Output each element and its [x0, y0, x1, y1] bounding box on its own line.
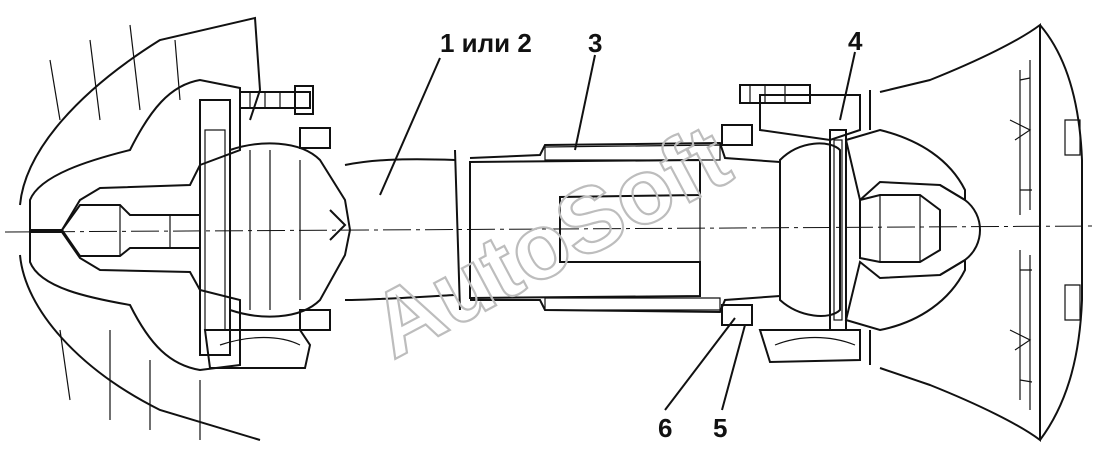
label-part-6: 6 — [658, 413, 672, 443]
leader-lines — [379, 51, 856, 411]
watermark-text: AutoSoft — [355, 105, 746, 377]
label-part-5: 5 — [713, 413, 727, 443]
label-part-1-or-2: 1 или 2 — [440, 28, 532, 58]
left-flange-housing — [19, 16, 262, 441]
label-part-4: 4 — [848, 26, 863, 56]
label-part-3: 3 — [588, 28, 602, 58]
center-axis — [4, 225, 1096, 233]
right-universal-joint — [721, 84, 861, 364]
right-flange-housing — [844, 23, 1083, 442]
left-universal-joint — [199, 85, 352, 369]
splined-sleeve-3 — [469, 141, 781, 314]
shaft-1 — [329, 149, 461, 311]
